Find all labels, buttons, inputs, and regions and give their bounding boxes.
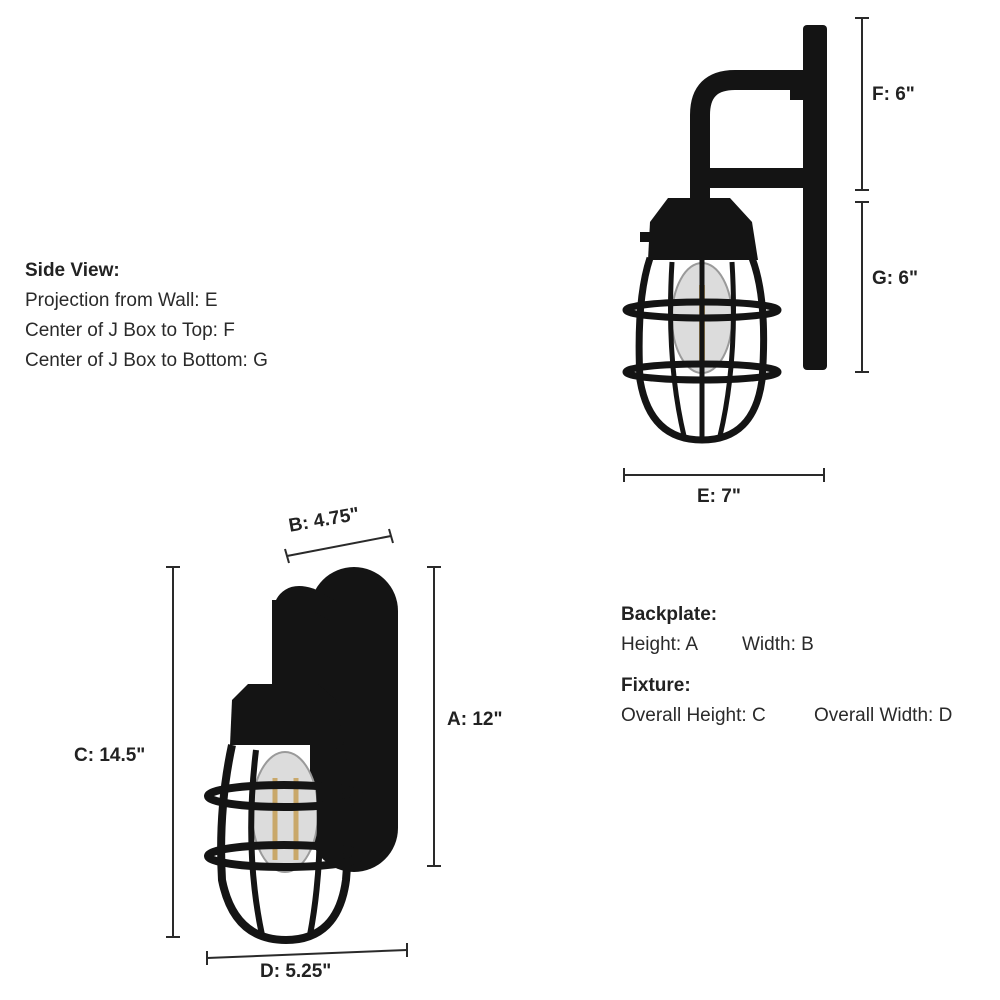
side-cage-ring-lower [622, 360, 782, 384]
side-view-line-bottom: Center of J Box to Bottom: G [25, 350, 268, 371]
side-cage-bar3 [717, 261, 736, 437]
dim-line-d [206, 949, 408, 959]
front-arm-body [272, 600, 312, 700]
fixture-height: Overall Height: C [621, 705, 766, 726]
front-bulb [251, 751, 319, 873]
front-view-fixture [204, 567, 398, 945]
front-cage-outline [217, 744, 352, 945]
side-arm-bracket [690, 168, 805, 188]
backplate-width: Width: B [742, 634, 814, 655]
side-cage-bar2 [668, 261, 687, 437]
dimension-label-a: A: 12" [447, 709, 503, 730]
side-view-heading: Side View: [25, 260, 120, 281]
front-backplate [310, 567, 398, 872]
fixture-width: Overall Width: D [814, 705, 953, 726]
backplate-height: Height: A [621, 634, 699, 655]
fixture-heading: Fixture: [621, 675, 691, 696]
side-view-line-top: Center of J Box to Top: F [25, 320, 235, 341]
side-cage-ring-upper [622, 298, 782, 322]
side-arm-collar [790, 70, 804, 100]
side-dimension-lines [623, 17, 869, 482]
backplate-heading: Backplate: [621, 604, 718, 625]
side-view-fixture [622, 25, 827, 444]
dimension-label-d: D: 5.25" [260, 961, 332, 982]
front-cage-ring-upper [204, 781, 364, 811]
side-cap [648, 198, 758, 260]
dimension-label-f: F: 6" [872, 84, 915, 105]
front-dimension-lines [166, 528, 441, 965]
dim-line-b [286, 535, 392, 557]
front-cap [230, 684, 344, 745]
side-cap-knob [640, 232, 652, 242]
dimension-label-e: E: 7" [697, 486, 741, 507]
side-arm [690, 70, 803, 200]
dimension-label-g: G: 6" [872, 268, 918, 289]
dimension-label-c: C: 14.5" [74, 745, 146, 766]
side-view-line-projection: Projection from Wall: E [25, 290, 218, 311]
front-cage-ring-lower [204, 841, 364, 871]
side-backplate [803, 25, 827, 370]
